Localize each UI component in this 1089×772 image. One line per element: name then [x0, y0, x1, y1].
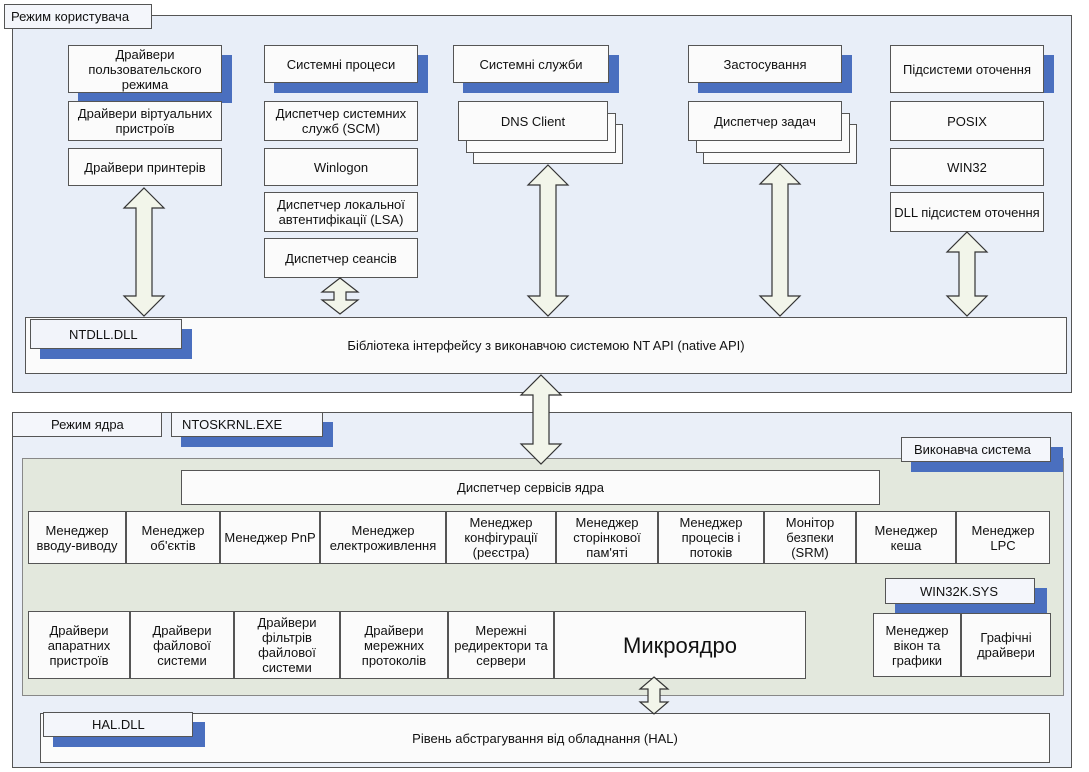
hw-device-drivers: Драйвери апаратних пристроїв [28, 611, 130, 679]
user-mode-drivers-title: Драйвери пользовательского режима [68, 45, 222, 93]
lpc-manager: Менеджер LPC [956, 511, 1050, 564]
user-mode-label: Режим користувача [4, 4, 152, 29]
hal-bar: Рівень абстрагування від обладнання (HAL… [40, 713, 1050, 763]
applications-title: Застосування [688, 45, 842, 83]
fs-filter-drivers: Драйвери фільтрів файлової системи [234, 611, 340, 679]
double-arrow-icon [526, 164, 570, 317]
hal-tag: HAL.DLL [43, 712, 193, 737]
memory-manager: Менеджер сторінкової пам'яті [556, 511, 658, 564]
service-dispatcher: Диспетчер сервісів ядра [181, 470, 880, 505]
executive-label: Виконавча система [901, 437, 1051, 462]
double-arrow-icon [122, 187, 166, 317]
system-processes-title: Системні процеси [264, 45, 418, 83]
double-arrow-icon [638, 676, 670, 715]
lsa-box: Диспетчер локальної автентифікації (LSA) [264, 192, 418, 232]
security-monitor: Монітор безпеки (SRM) [764, 511, 856, 564]
window-manager: Менеджер вікон та графики [873, 613, 961, 677]
virtual-device-drivers: Драйвери віртуальних пристроїв [68, 101, 222, 141]
double-arrow-icon [519, 374, 563, 465]
object-manager: Менеджер об'єктів [126, 511, 220, 564]
subsystem-dll-box: DLL підсистем оточення [890, 192, 1044, 232]
ntdll-bar: Бібліотека інтерфейсу з виконавчою систе… [25, 317, 1067, 374]
microkernel: Микроядро [554, 611, 806, 679]
printer-drivers: Драйвери принтерів [68, 148, 222, 186]
graphics-drivers: Графічні драйвери [961, 613, 1051, 677]
system-services-title: Системні служби [453, 45, 609, 83]
power-manager: Менеджер електроживлення [320, 511, 446, 564]
posix-box: POSIX [890, 101, 1044, 141]
network-protocol-drivers: Драйвери мережних протоколів [340, 611, 448, 679]
kernel-mode-label: Режим ядра [12, 412, 162, 437]
io-manager: Менеджер вводу-виводу [28, 511, 126, 564]
process-manager: Менеджер процесів і потоків [658, 511, 764, 564]
session-manager-box: Диспетчер сеансів [264, 238, 418, 278]
winlogon-box: Winlogon [264, 148, 418, 186]
double-arrow-icon [320, 277, 360, 315]
dns-client-box: DNS Client [458, 101, 608, 141]
scm-box: Диспетчер системних служб (SCM) [264, 101, 418, 141]
fs-drivers: Драйвери файлової системи [130, 611, 234, 679]
task-manager-box: Диспетчер задач [688, 101, 842, 141]
double-arrow-icon [945, 231, 989, 317]
win32k-tag: WIN32K.SYS [885, 578, 1035, 604]
config-manager: Менеджер конфігурації (реєстра) [446, 511, 556, 564]
network-redirectors: Мережні редиректори та сервери [448, 611, 554, 679]
ntoskrnl-tag: NTOSKRNL.EXE [171, 412, 323, 437]
pnp-manager: Менеджер PnP [220, 511, 320, 564]
ntdll-tag: NTDLL.DLL [30, 319, 182, 349]
win32-box: WIN32 [890, 148, 1044, 186]
env-subsystems-title: Підсистеми оточення [890, 45, 1044, 93]
cache-manager: Менеджер кеша [856, 511, 956, 564]
double-arrow-icon [758, 163, 802, 317]
